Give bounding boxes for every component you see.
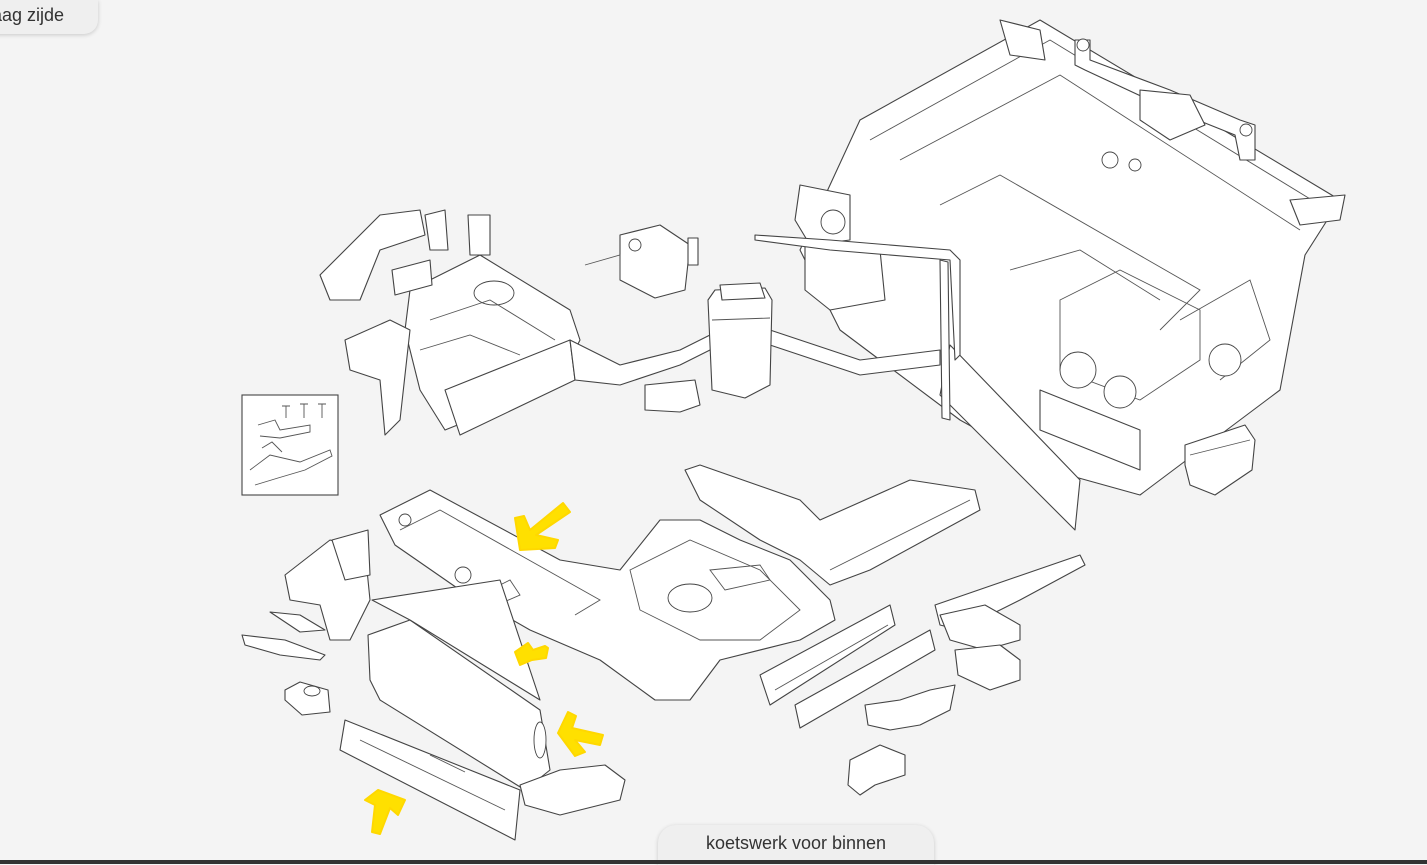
cross-member: [754, 234, 961, 421]
side-view-tab[interactable]: aag zijde: [0, 0, 98, 34]
floor-rail: [684, 464, 981, 586]
annotation-arrow-icon: [514, 502, 571, 551]
left-strut-tower: [404, 254, 941, 436]
annotation-arrow-icon: [514, 642, 549, 666]
radiator-support: [339, 579, 626, 841]
fastener-inset: [241, 394, 339, 496]
bottom-divider: [0, 860, 1427, 864]
electrical-box: [584, 224, 699, 299]
right-front-rails: [759, 554, 1086, 729]
left-lower-brackets: [241, 529, 371, 716]
body-interior-front-tab[interactable]: koetswerk voor binnen: [658, 825, 934, 865]
front-floor-panel: [379, 489, 836, 701]
annotation-arrows: [364, 502, 604, 835]
annotation-arrow-icon: [364, 789, 406, 835]
firewall-assembly: [794, 19, 1346, 531]
left-wing-brackets: [319, 209, 491, 436]
battery-box: [707, 282, 773, 399]
wiper-linkage: [1074, 38, 1256, 161]
mount-bracket: [644, 379, 701, 413]
right-side-box: [1184, 424, 1256, 496]
annotation-arrow-icon: [557, 711, 604, 757]
wheel-arch-pieces: [847, 684, 956, 796]
